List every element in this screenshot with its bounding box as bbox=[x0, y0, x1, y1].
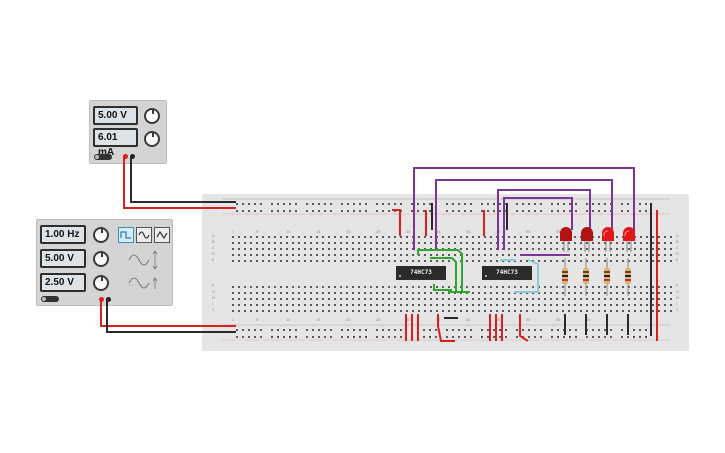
ic-74hc73-left[interactable]: 74HC73 bbox=[396, 266, 446, 280]
row-letter: E bbox=[676, 257, 679, 262]
column-number: 50 bbox=[526, 229, 531, 234]
function-generator[interactable]: 1.00 Hz 5.00 V 2.50 V bbox=[36, 219, 173, 306]
column-number: 1 bbox=[232, 229, 235, 234]
row-letter: I bbox=[676, 301, 678, 306]
column-number: 15 bbox=[316, 317, 321, 322]
row-letter: J bbox=[676, 307, 678, 312]
column-number: 10 bbox=[286, 229, 291, 234]
frequency-knob[interactable] bbox=[93, 227, 109, 243]
triangle-wave-icon bbox=[156, 230, 168, 240]
current-knob[interactable] bbox=[144, 131, 160, 147]
column-number: 50 bbox=[526, 317, 531, 322]
generator-negative-terminal[interactable] bbox=[106, 297, 111, 302]
row-letter: B bbox=[676, 239, 679, 244]
row-letter: D bbox=[676, 251, 679, 256]
voltage-knob[interactable] bbox=[144, 108, 160, 124]
row-letter: C bbox=[212, 245, 215, 250]
amplitude-knob[interactable] bbox=[93, 251, 109, 267]
row-letter: F bbox=[212, 283, 215, 288]
generator-positive-terminal[interactable] bbox=[99, 297, 104, 302]
column-number: 30 bbox=[406, 229, 411, 234]
column-number: 20 bbox=[346, 229, 351, 234]
column-number: 40 bbox=[466, 317, 471, 322]
dc-offset-knob[interactable] bbox=[93, 275, 109, 291]
power-supply[interactable]: 5.00 V 6.01 mA bbox=[89, 100, 167, 164]
row-letter: A bbox=[212, 233, 215, 238]
offset-diagram-icon bbox=[128, 277, 158, 289]
row-letter: E bbox=[212, 257, 215, 262]
column-number: 5 bbox=[256, 317, 259, 322]
column-number: 15 bbox=[316, 229, 321, 234]
triangle-wave-button[interactable] bbox=[154, 227, 170, 243]
row-letter: G bbox=[212, 289, 216, 294]
column-number: 30 bbox=[406, 317, 411, 322]
dc-offset-display: 2.50 V bbox=[40, 273, 86, 292]
sine-wave-icon bbox=[138, 231, 150, 239]
column-number: 5 bbox=[256, 229, 259, 234]
row-letter: B bbox=[212, 239, 215, 244]
column-number: 45 bbox=[496, 317, 501, 322]
row-letter: J bbox=[212, 307, 214, 312]
column-number: 35 bbox=[436, 229, 441, 234]
frequency-display: 1.00 Hz bbox=[40, 225, 86, 244]
amplitude-diagram-icon bbox=[128, 250, 158, 270]
row-letter: D bbox=[212, 251, 215, 256]
row-letter: G bbox=[676, 289, 680, 294]
column-number: 60 bbox=[586, 229, 591, 234]
column-number: 40 bbox=[466, 229, 471, 234]
column-number: 60 bbox=[586, 317, 591, 322]
row-letter: I bbox=[212, 301, 214, 306]
positive-terminal[interactable] bbox=[123, 154, 128, 159]
negative-terminal[interactable] bbox=[130, 154, 135, 159]
power-toggle[interactable] bbox=[94, 154, 112, 160]
row-letter: H bbox=[212, 295, 215, 300]
column-number: 20 bbox=[346, 317, 351, 322]
sine-wave-button[interactable] bbox=[136, 227, 152, 243]
current-display: 6.01 mA bbox=[93, 128, 138, 158]
row-letter: H bbox=[676, 295, 679, 300]
column-number: 55 bbox=[556, 317, 561, 322]
square-wave-button[interactable] bbox=[118, 227, 134, 243]
column-number: 25 bbox=[376, 317, 381, 322]
column-number: 55 bbox=[556, 229, 561, 234]
row-letter: C bbox=[676, 245, 679, 250]
column-number: 35 bbox=[436, 317, 441, 322]
column-number: 1 bbox=[232, 317, 235, 322]
row-letter: F bbox=[676, 283, 679, 288]
voltage-display: 5.00 V bbox=[93, 106, 138, 125]
row-letter: A bbox=[676, 233, 679, 238]
generator-power-toggle[interactable] bbox=[41, 296, 59, 302]
column-number: 45 bbox=[496, 229, 501, 234]
column-number: 10 bbox=[286, 317, 291, 322]
ic-74hc73-right[interactable]: 74HC73 bbox=[482, 266, 532, 280]
column-number: 25 bbox=[376, 229, 381, 234]
amplitude-display: 5.00 V bbox=[40, 249, 86, 268]
square-wave-icon bbox=[120, 231, 131, 239]
